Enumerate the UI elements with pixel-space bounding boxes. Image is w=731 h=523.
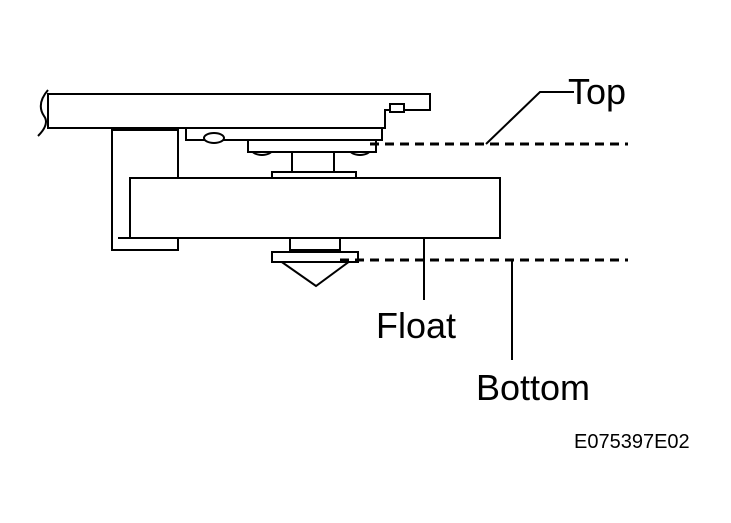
needle-seat-assembly (185, 127, 383, 179)
float-tip (271, 237, 359, 288)
float-label: Float (376, 305, 456, 346)
top-leader-line (485, 91, 574, 145)
float-body (129, 177, 501, 239)
top-label: Top (568, 71, 626, 112)
upper-housing (37, 89, 431, 137)
figure-code: E075397E02 (574, 431, 690, 453)
bottom-label: Bottom (476, 367, 590, 408)
